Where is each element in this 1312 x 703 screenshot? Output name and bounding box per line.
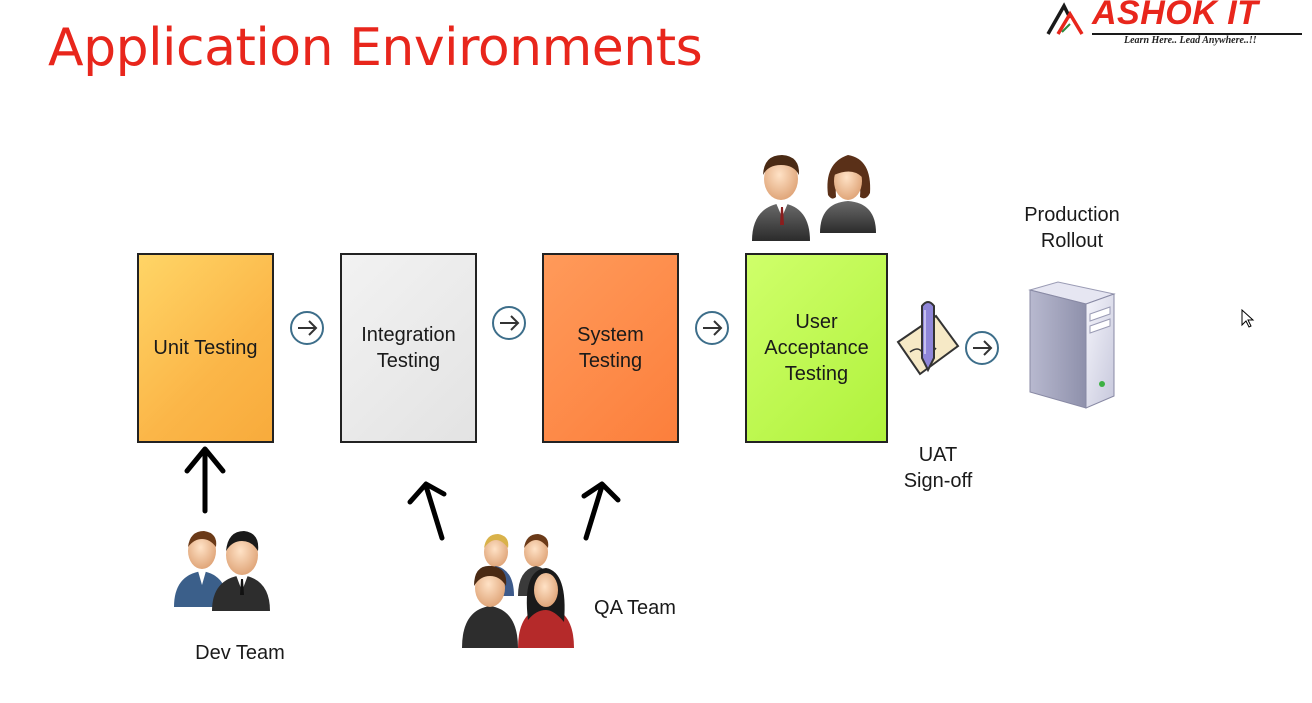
flow-arrow-icon	[492, 306, 526, 340]
up-arrow-icon	[581, 481, 621, 541]
logo-underline	[1092, 33, 1302, 35]
stage-label: System Testing	[577, 324, 644, 372]
stage-label: Unit Testing	[153, 337, 258, 359]
dev-team-label: Dev Team	[195, 642, 285, 664]
stage-label: User Acceptance Testing	[764, 311, 869, 385]
signoff-pen-icon	[896, 301, 960, 376]
server-icon	[1028, 281, 1116, 409]
logo-mark-icon	[1046, 2, 1084, 35]
uat-people-icon	[752, 155, 876, 241]
flow-arrow-icon	[290, 311, 324, 345]
cursor-icon	[1241, 309, 1255, 328]
stage-system-testing: System Testing	[542, 253, 679, 443]
flow-arrow-icon	[695, 311, 729, 345]
qa-team-icon	[462, 534, 574, 648]
logo-brand: ASHOK IT	[1092, 0, 1259, 32]
stage-label: Integration Testing	[361, 324, 456, 372]
stage-unit-testing: Unit Testing	[137, 253, 274, 443]
stage-user-acceptance-testing: User Acceptance Testing	[745, 253, 888, 443]
stage-integration-testing: Integration Testing	[340, 253, 477, 443]
logo-tagline: Learn Here.. Lead Anywhere..!!	[1124, 35, 1257, 46]
qa-team-label: QA Team	[594, 597, 676, 619]
up-arrow-icon	[184, 446, 226, 514]
uat-signoff-label: UAT Sign-off	[903, 444, 973, 492]
page-title: Application Environments	[48, 18, 703, 78]
ashok-it-logo: ASHOK IT Learn Here.. Lead Anywhere..!!	[1044, 0, 1304, 50]
dev-team-icon	[174, 531, 270, 611]
flow-arrow-icon	[965, 331, 999, 365]
up-arrow-icon	[407, 481, 447, 541]
production-rollout-label: Production Rollout	[1024, 204, 1120, 252]
